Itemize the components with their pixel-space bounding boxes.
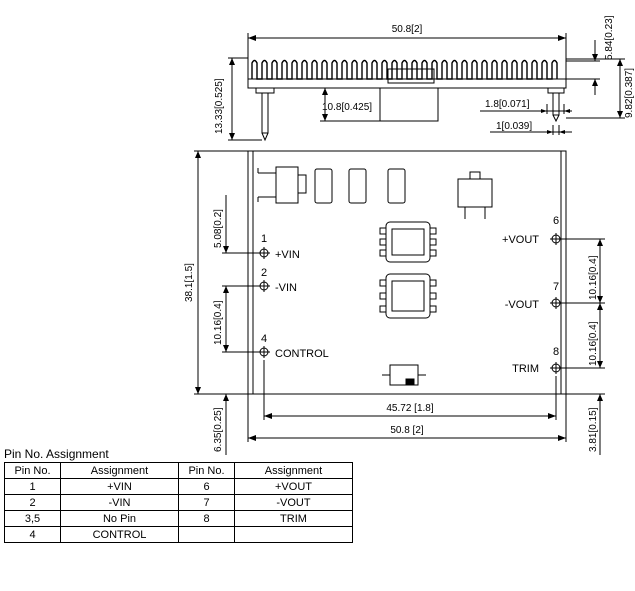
- table-cell: 3,5: [4, 510, 61, 527]
- table-cell: +VOUT: [234, 478, 353, 495]
- table-cell: TRIM: [234, 510, 353, 527]
- pin-table-title: Pin No. Assignment: [4, 447, 109, 461]
- table-row: 4 CONTROL: [4, 526, 353, 543]
- transformer-tab: [379, 227, 387, 235]
- table-cell: 4: [4, 526, 61, 543]
- transformer-side: [379, 87, 439, 122]
- transformer-tab: [379, 292, 387, 300]
- table-row: 2 -VIN 7 -VOUT: [4, 494, 353, 511]
- center-block: [387, 68, 435, 84]
- dim-mid-height: 10.8[0.425]: [322, 102, 372, 113]
- table-cell: 8: [178, 510, 235, 527]
- transformer-1: [385, 221, 431, 263]
- pin-4-label: CONTROL: [275, 348, 329, 360]
- pin-7-number: 7: [553, 281, 559, 293]
- pin-2-number: 2: [261, 267, 267, 279]
- table-cell: 7: [178, 494, 235, 511]
- pin-1-number: 1: [261, 233, 267, 245]
- table-cell: No Pin: [60, 510, 179, 527]
- ic-component: [382, 364, 426, 386]
- pin-4-number: 4: [261, 333, 267, 345]
- table-cell: 6: [178, 478, 235, 495]
- left-pin-header: [255, 87, 275, 94]
- transformer-2: [385, 273, 431, 319]
- transformer-tab: [379, 279, 387, 287]
- table-cell: [234, 526, 353, 543]
- right-pin-header: [547, 87, 565, 94]
- capacitor-2: [348, 168, 367, 204]
- dim-right-offset: 3.81[0.15]: [588, 407, 599, 452]
- pin-7-label: -VOUT: [505, 299, 540, 311]
- transformer-tab: [379, 305, 387, 313]
- transformer-tab: [429, 249, 437, 257]
- dim-body-width: 50.8 [2]: [390, 425, 424, 436]
- side-view: [228, 33, 625, 142]
- header-assignment: Assignment: [234, 462, 353, 479]
- pin-8-number: 8: [553, 346, 559, 358]
- dim-overall-height: 13.33[0.525]: [214, 78, 225, 134]
- connector-component: [257, 166, 307, 204]
- dim-body-height: 38.1[1.5]: [184, 263, 195, 302]
- header-pin-no: Pin No.: [4, 462, 61, 479]
- table-cell: -VOUT: [234, 494, 353, 511]
- table-cell: 1: [4, 478, 61, 495]
- pin-8-label: TRIM: [512, 363, 539, 375]
- table-cell: 2: [4, 494, 61, 511]
- dim-top-height: 9.82[0.387]: [624, 68, 635, 118]
- left-pin-tip: [261, 132, 269, 142]
- dim-left-pitch-a: 5.08[0.2]: [213, 209, 224, 248]
- capacitor-3: [387, 168, 406, 204]
- table-cell: -VIN: [60, 494, 179, 511]
- right-pin-tip: [552, 114, 560, 123]
- transformer-tab: [429, 279, 437, 287]
- transformer-tab: [429, 238, 437, 246]
- dim-left-pitch-b: 10.16[0.4]: [213, 300, 224, 345]
- dim-right-pitch-a: 10.16[0.4]: [588, 255, 599, 300]
- module-outline: [247, 150, 567, 395]
- transformer-tab: [429, 292, 437, 300]
- table-row: 3,5 No Pin 8 TRIM: [4, 510, 353, 527]
- dim-top-width: 50.8[2]: [392, 24, 423, 35]
- transformer-tab: [429, 227, 437, 235]
- dim-pin-dia-b: 1[0.039]: [496, 121, 532, 132]
- table-cell: +VIN: [60, 478, 179, 495]
- table-cell: [178, 526, 235, 543]
- table-header-row: Pin No. Assignment Pin No. Assignment: [4, 462, 353, 479]
- dim-pin-dia-a: 1.8[0.071]: [485, 99, 530, 110]
- transformer-tab: [379, 249, 387, 257]
- pin-assignment-table: Pin No. Assignment Pin No. Assignment 1 …: [4, 462, 353, 543]
- header-assignment: Assignment: [60, 462, 179, 479]
- inductor-component: [457, 171, 493, 219]
- capacitor-1: [314, 168, 333, 204]
- table-cell: CONTROL: [60, 526, 179, 543]
- left-pin: [261, 92, 269, 134]
- transformer-tab: [429, 305, 437, 313]
- pin-1-label: +VIN: [275, 249, 300, 261]
- pin-6-label: +VOUT: [502, 234, 539, 246]
- dim-fin-height: 5.84[0.23]: [604, 15, 615, 60]
- table-row: 1 +VIN 6 +VOUT: [4, 478, 353, 495]
- right-pin: [552, 92, 560, 116]
- top-view: [194, 150, 605, 455]
- heatsink-fins: [251, 59, 558, 80]
- transformer-tabs: [379, 227, 437, 313]
- transformer-tab: [379, 238, 387, 246]
- dim-pin-span: 45.72 [1.8]: [386, 403, 433, 414]
- header-pin-no: Pin No.: [178, 462, 235, 479]
- dim-right-pitch-b: 10.16[0.4]: [588, 321, 599, 366]
- pin-2-label: -VIN: [275, 282, 297, 294]
- pin-6-number: 6: [553, 215, 559, 227]
- dim-left-offset: 6.35[0.25]: [213, 407, 224, 452]
